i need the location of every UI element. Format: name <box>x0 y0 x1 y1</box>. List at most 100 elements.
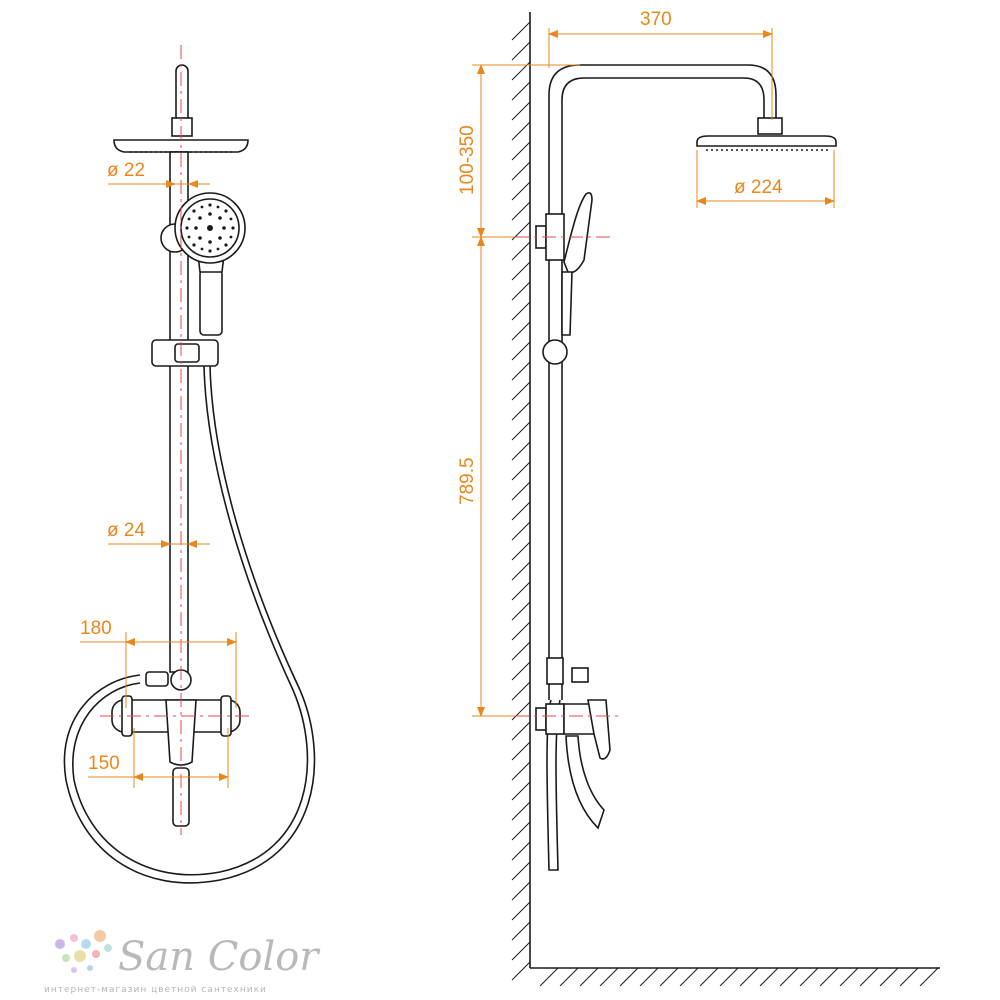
wall-hatch-stroke <box>511 741 531 761</box>
wall-hatch-stroke <box>511 421 531 441</box>
dim-rod-height: 789.5 <box>457 236 515 717</box>
floor-hatch-stroke <box>899 967 919 987</box>
floor-hatch-stroke <box>799 967 819 987</box>
floor-hatch-stroke <box>859 967 879 987</box>
wall-hatch-stroke <box>511 381 531 401</box>
floor-hatch-stroke <box>699 967 719 987</box>
hand-shower-handle-side <box>561 271 573 336</box>
side-view: 370 ø 224 100-350 789.5 <box>457 9 940 987</box>
hand-shower-side <box>563 192 593 274</box>
bracket-lower <box>546 657 564 685</box>
wall-hatch-stroke <box>511 701 531 721</box>
dim-label-head-adjust: 100-350 <box>457 125 478 195</box>
bath-spout-side <box>565 735 605 830</box>
wall-hatch-stroke <box>511 541 531 561</box>
dim-arm-reach: 370 <box>548 9 773 120</box>
wall-hatch-stroke <box>511 661 531 681</box>
wall-hatch-stroke <box>511 761 531 781</box>
floor-hatch-stroke <box>919 967 939 987</box>
wall-hatch-stroke <box>511 441 531 461</box>
floor-hatch-stroke <box>639 967 659 987</box>
wall-hatch-stroke <box>511 101 531 121</box>
hand-shower-handle <box>199 269 223 336</box>
diverter-side <box>571 667 589 683</box>
wall-hatch-stroke <box>511 361 531 381</box>
shower-hose-outer <box>63 364 316 884</box>
wall-hatch-stroke <box>511 181 531 201</box>
logo-brand-name: San Color <box>118 934 321 980</box>
wall-plate-mixer <box>535 707 547 731</box>
overhead-head-side <box>696 135 837 147</box>
dim-label-arm-reach: 370 <box>640 9 672 30</box>
diverter-lever <box>145 671 169 687</box>
floor-hatch-stroke <box>679 967 699 987</box>
dim-mixer-centers: 150 <box>88 728 229 788</box>
wall-hatch-stroke <box>511 901 531 921</box>
wall-hatch-stroke <box>511 81 531 101</box>
wall-hatch-stroke <box>511 161 531 181</box>
logo-tagline: интернет-магазин цветной сантехники <box>44 985 267 995</box>
wall-hatch-stroke <box>511 681 531 701</box>
dim-label-head-diameter: ø 224 <box>734 177 783 198</box>
dim-label-mixer-centers: 150 <box>88 753 120 774</box>
dim-label-rod: ø 24 <box>107 520 145 541</box>
floor-hatch-stroke <box>819 967 839 987</box>
wall-hatch-stroke <box>511 501 531 521</box>
floor-hatch <box>539 967 939 987</box>
floor-hatch-stroke <box>879 967 899 987</box>
wall-hatch-stroke <box>511 561 531 581</box>
dim-rod: ø 24 <box>107 520 210 548</box>
wall-hatch-stroke <box>511 141 531 161</box>
wall-hatch-stroke <box>511 721 531 741</box>
floor-hatch-stroke <box>779 967 799 987</box>
dim-label-rod-height: 789.5 <box>457 457 478 505</box>
wall-hatch-stroke <box>511 601 531 621</box>
wall-hatch-stroke <box>511 961 531 981</box>
wall-hatch-stroke <box>511 201 531 221</box>
wall-hatch-stroke <box>511 641 531 661</box>
floor-hatch-stroke <box>579 967 599 987</box>
wall-hatch-stroke <box>511 301 531 321</box>
floor-hatch-stroke <box>839 967 859 987</box>
floor-hatch-stroke <box>599 967 619 987</box>
dim-head-pipe: ø 22 <box>107 160 210 188</box>
floor-hatch-stroke <box>759 967 779 987</box>
wall-hatch-stroke <box>511 321 531 341</box>
wall-hatch-stroke <box>511 941 531 961</box>
top-pipe <box>175 64 189 124</box>
front-view: ø 22 ø 24 180 150 <box>63 45 316 884</box>
dim-head-adjust: 100-350 <box>457 64 580 238</box>
wall-hatch-stroke <box>511 461 531 481</box>
wall-hatch-stroke <box>511 881 531 901</box>
floor-hatch-stroke <box>539 967 559 987</box>
wall-hatch-stroke <box>511 921 531 941</box>
wall-hatch-stroke <box>511 241 531 261</box>
floor-hatch-stroke <box>619 967 639 987</box>
wall-hatch-stroke <box>511 341 531 361</box>
floor-hatch-stroke <box>659 967 679 987</box>
wall-hatch-stroke <box>511 581 531 601</box>
floor-hatch-stroke <box>719 967 739 987</box>
floor-hatch-stroke <box>739 967 759 987</box>
riser-arm-outer <box>548 64 777 700</box>
wall-hatch-stroke <box>511 481 531 501</box>
wall-hatch-stroke <box>511 861 531 881</box>
riser-arm-inner <box>561 77 765 700</box>
arm-nut <box>757 117 783 135</box>
brand-logo: San Color интернет-магазин цветной санте… <box>44 930 321 995</box>
wall-hatch-stroke <box>511 801 531 821</box>
slider-knob-side <box>542 339 568 365</box>
spray-nozzles <box>185 203 235 253</box>
pipe-nut <box>171 117 193 137</box>
wall-hatch-stroke <box>511 41 531 61</box>
wall-hatch-stroke <box>511 401 531 421</box>
wall-hatch-stroke <box>511 261 531 281</box>
mixer-handle-side <box>587 699 611 760</box>
shower-hose-inner <box>72 364 309 876</box>
wall-hatch-stroke <box>511 521 531 541</box>
wall-hatch-stroke <box>511 821 531 841</box>
wall-hatch-stroke <box>511 781 531 801</box>
dim-label-mixer-width: 180 <box>80 618 112 639</box>
